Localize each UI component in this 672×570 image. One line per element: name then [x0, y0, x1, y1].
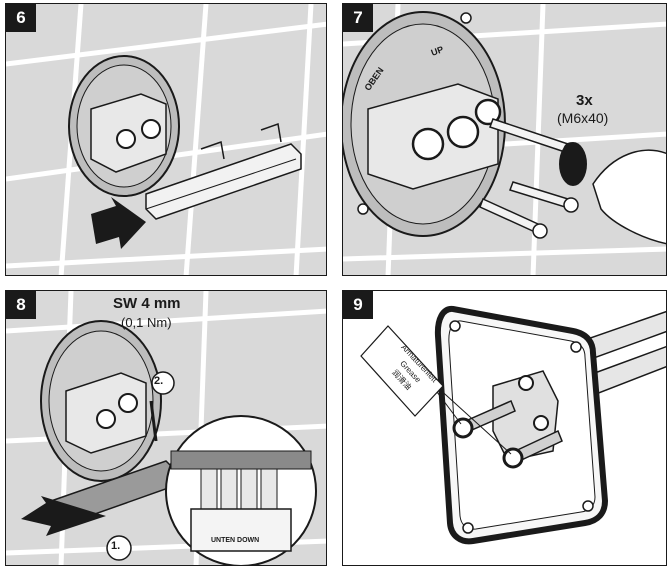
step-6-illustration — [6, 4, 326, 275]
step-8-panel: 8 SW 4 mm (0,1 Nm) 2. 1. UNTEN DOWN — [5, 290, 327, 566]
pull-direction-arrow — [21, 496, 106, 536]
step-7-illustration — [343, 4, 666, 275]
pull-direction-arrow — [91, 197, 146, 249]
step-number-6: 6 — [6, 4, 36, 32]
screw-spec-label: (M6x40) — [557, 110, 609, 126]
step-number-7: 7 — [343, 4, 373, 32]
step-6-panel: 6 — [5, 3, 327, 276]
tool-size-label: SW 4 mm — [113, 295, 181, 312]
step-number-8: 8 — [6, 291, 36, 319]
step-number-9: 9 — [343, 291, 373, 319]
screw-quantity-label: 3x — [576, 92, 593, 109]
hand-icon — [592, 149, 666, 245]
torque-label: (0,1 Nm) — [121, 315, 172, 330]
step-9-illustration — [360, 306, 666, 545]
step-8-illustration — [6, 291, 326, 565]
step-7-panel: 7 3x (M6x40) OBEN UP — [342, 3, 667, 276]
detail-orientation-label: UNTEN DOWN — [211, 537, 260, 544]
grease-tag — [360, 325, 444, 417]
step-9-panel: 9 Armaturenfett Grease 润滑油 — [342, 290, 667, 566]
order-mark-1: 1. — [111, 540, 121, 552]
order-mark-2: 2. — [154, 375, 164, 387]
